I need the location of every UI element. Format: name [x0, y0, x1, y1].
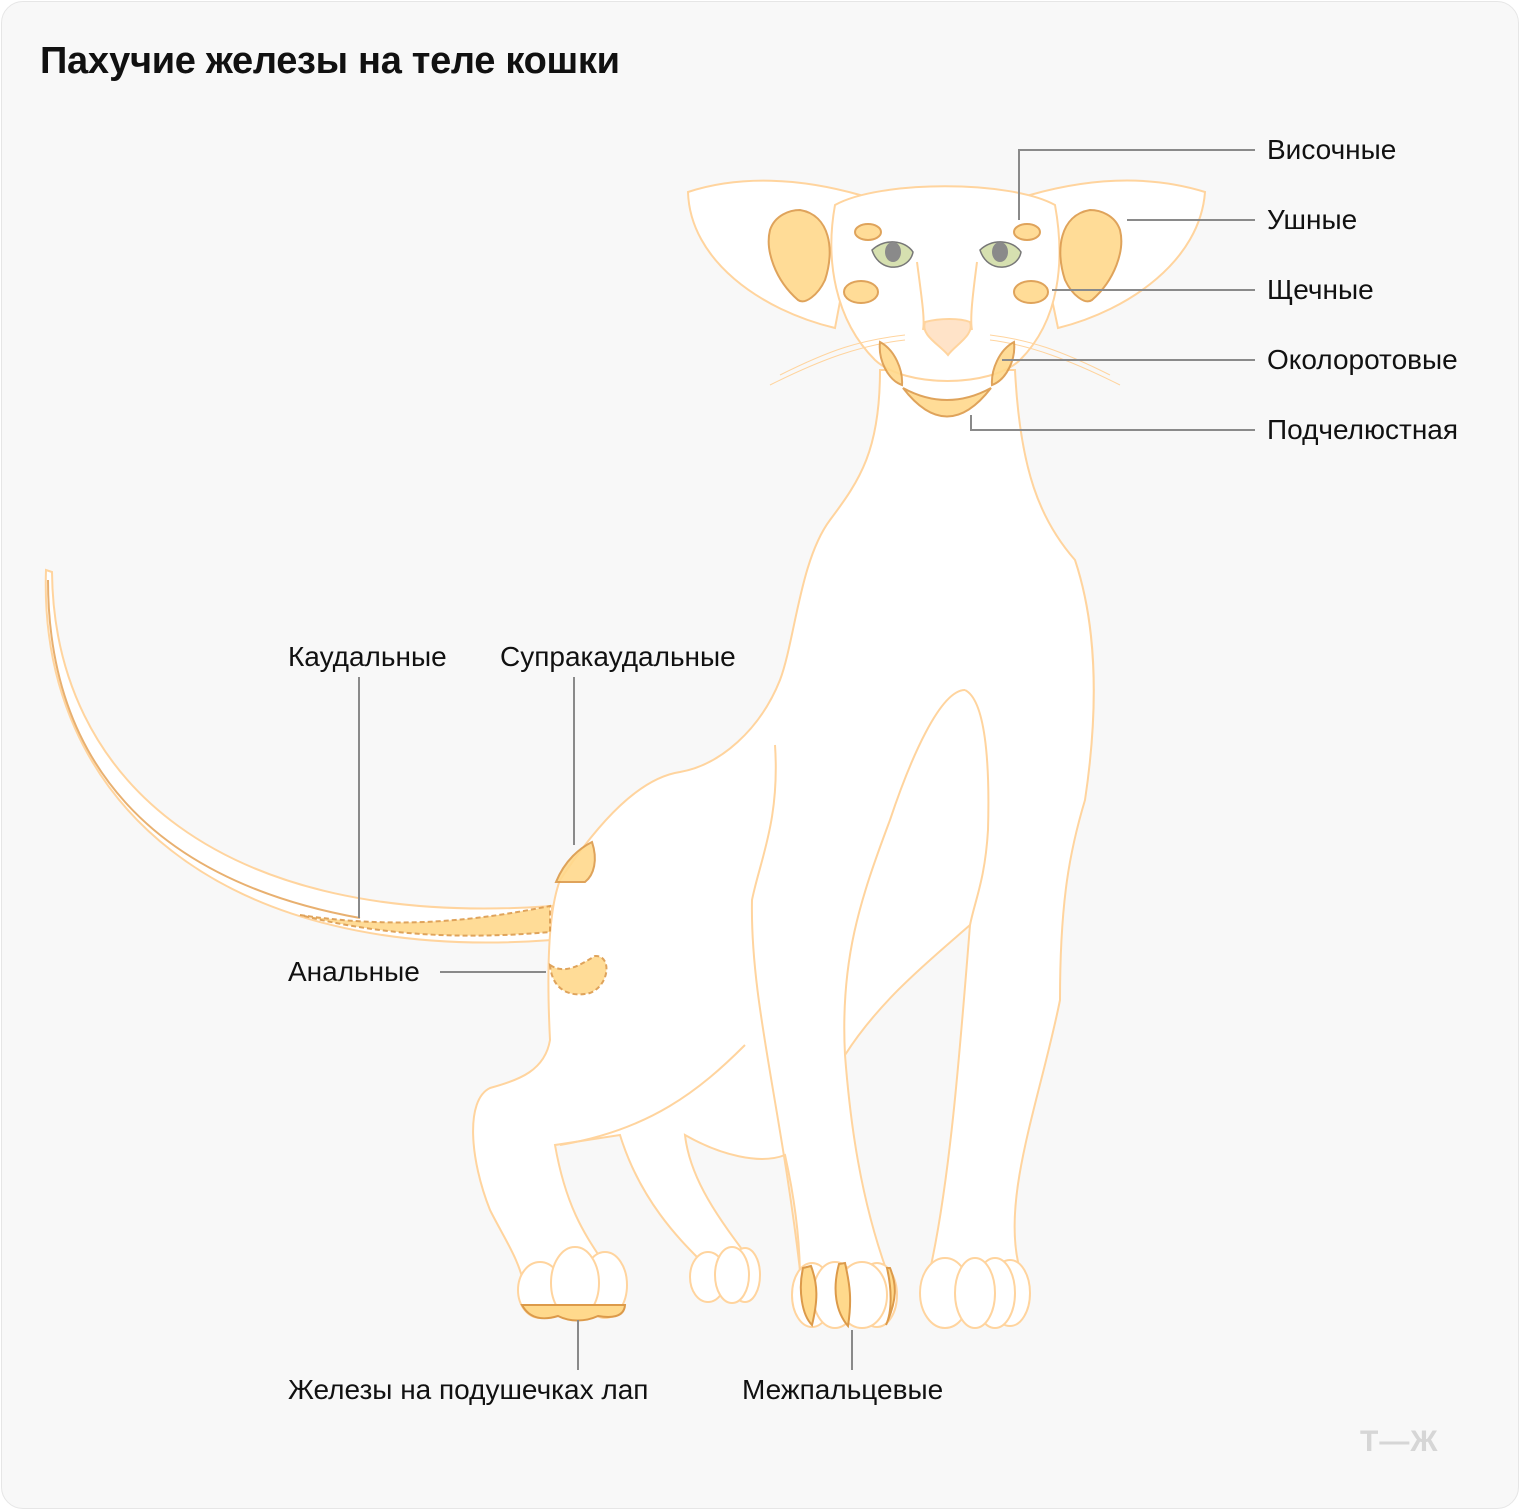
right-inner-ear [1059, 208, 1123, 303]
supracaudal-gland [554, 840, 596, 883]
left-inner-ear [767, 208, 831, 303]
submandibular-gland [902, 387, 992, 418]
temporal-gland-right [1013, 223, 1041, 241]
cheek-gland-left [843, 280, 879, 304]
page-title: Пахучие железы на теле кошки [40, 40, 620, 82]
brand-logo: Т—Ж [1360, 1425, 1439, 1458]
leader-lines [358, 149, 1255, 1370]
label-ear: Ушные [1267, 204, 1358, 235]
tail [44, 568, 553, 944]
front-right-paw [919, 1257, 1031, 1329]
caudal-gland [299, 904, 551, 937]
temporal-gland-left [854, 223, 882, 241]
anal-gland [548, 954, 608, 996]
label-paw-pads: Железы на подушечках лап [288, 1374, 649, 1405]
label-cheek: Щечные [1267, 274, 1374, 305]
interdigital-gland-1 [799, 1264, 818, 1327]
cheek-gland-right [1013, 280, 1049, 304]
leader-submandibular [970, 415, 1255, 431]
perioral-gland-left [878, 340, 904, 387]
perioral-gland-right [990, 340, 1016, 387]
label-anal: Анальные [288, 956, 420, 987]
interdigital-gland-3 [885, 1267, 896, 1326]
nose [923, 318, 972, 357]
label-supracaudal: Супракаудальные [500, 641, 736, 672]
interdigital-gland-2 [834, 1261, 852, 1329]
label-interdigital: Межпальцевые [742, 1374, 944, 1405]
paw-pad-glands [520, 1304, 627, 1322]
label-submandibular: Подчелюстная [1267, 414, 1459, 445]
label-caudal: Каудальные [288, 641, 447, 672]
label-perioral: Околоротовые [1267, 344, 1458, 375]
leader-temporal [1018, 149, 1255, 220]
cat-body [472, 369, 1095, 1291]
hind-left-paw [517, 1246, 628, 1320]
hind-right-paw [689, 1246, 761, 1304]
label-temporal: Височные [1267, 134, 1397, 165]
cat-face [830, 185, 1061, 382]
